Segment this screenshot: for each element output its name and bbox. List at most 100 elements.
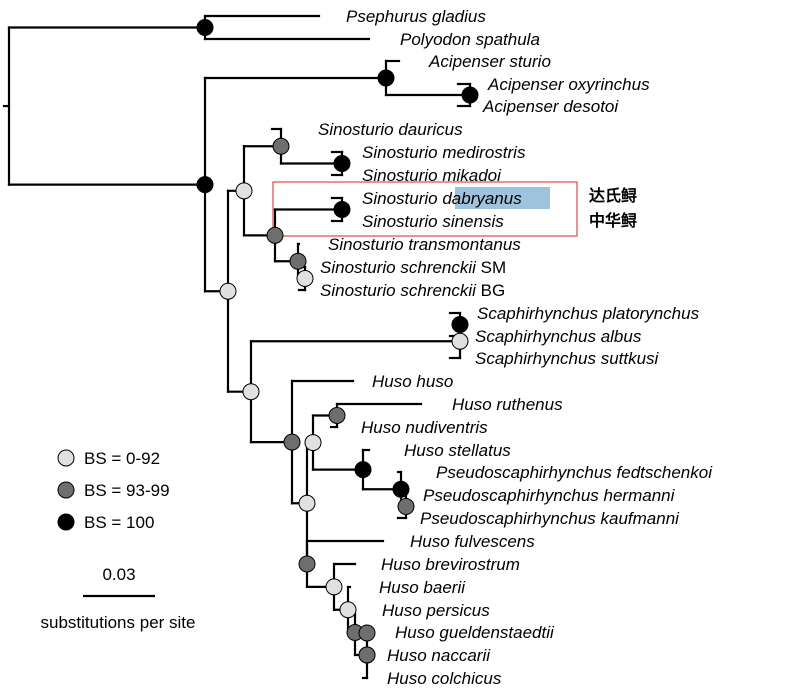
taxon-label: Sinosturio sinensis	[362, 212, 504, 231]
taxon-genus: Huso	[410, 532, 454, 551]
taxon-genus: Sinosturio	[362, 189, 442, 208]
taxon-species: transmontanus	[408, 235, 521, 254]
taxon-genus: Huso	[395, 623, 439, 642]
scale-value: 0.03	[102, 565, 135, 584]
taxon-suffix: BG	[476, 281, 505, 300]
support-dot-mid	[283, 433, 301, 451]
taxon-label: Sinosturio dauricus	[318, 120, 463, 139]
taxon-species: dauricus	[398, 120, 463, 139]
taxon-species: brevirostrum	[425, 555, 519, 574]
taxon-genus: Acipenser	[487, 75, 568, 94]
taxon-label: Sinosturio schrenckii SM	[320, 258, 506, 277]
taxon-species: huso	[416, 372, 453, 391]
support-dot-mid	[272, 137, 290, 155]
taxon-label: Huso fulvescens	[410, 532, 535, 551]
support-dot-high	[377, 69, 395, 87]
taxon-genus: Sinosturio	[318, 120, 398, 139]
taxon-label: Huso gueldenstaedtii	[395, 623, 555, 642]
taxon-label: Acipenser oxyrinchus	[487, 75, 650, 94]
support-dot-mid	[289, 252, 307, 270]
support-dot-mid	[298, 555, 316, 573]
taxon-label: Scaphirhynchus albus	[475, 327, 642, 346]
support-dot-low	[451, 332, 469, 350]
taxon-species: ruthenus	[496, 395, 563, 414]
taxon-species: schrenckii	[400, 258, 477, 277]
taxon-species: sinensis	[442, 212, 504, 231]
support-dot-high	[461, 86, 479, 104]
support-dot-high	[451, 316, 469, 333]
taxon-genus: Scaphirhynchus	[475, 327, 601, 346]
taxon-genus: Psephurus	[346, 7, 432, 26]
taxon-genus: Huso	[382, 601, 426, 620]
taxon-genus: Sinosturio	[362, 212, 442, 231]
taxon-species: hermanni	[604, 486, 676, 505]
taxon-genus: Huso	[379, 578, 423, 597]
taxon-label: Acipenser sturio	[428, 52, 551, 71]
taxon-label: Pseudoscaphirhynchus kaufmanni	[420, 509, 680, 528]
taxon-species: albus	[601, 327, 642, 346]
taxon-species: dabryanus	[442, 189, 522, 208]
taxon-species: kaufmanni	[601, 509, 681, 528]
support-dot-low	[298, 494, 316, 512]
taxon-species: naccarii	[431, 646, 491, 665]
taxon-species: oxyrinchus	[568, 75, 650, 94]
taxon-label: Scaphirhynchus platorynchus	[477, 304, 700, 323]
taxon-species: schrenckii	[400, 281, 477, 300]
support-dot-mid	[397, 498, 415, 515]
taxon-genus: Huso	[387, 669, 431, 688]
taxon-label: Polyodon spathula	[400, 30, 540, 49]
taxon-label: Scaphirhynchus suttkusi	[475, 349, 660, 368]
taxon-label: Sinosturio mikadoi	[362, 166, 502, 185]
support-dot-high	[196, 176, 214, 194]
support-dot-mid	[358, 646, 376, 664]
taxon-label: Huso ruthenus	[452, 395, 563, 414]
support-dot-low	[219, 282, 237, 300]
taxon-label: Sinosturio dabryanus	[362, 189, 522, 208]
taxon-species: sturio	[509, 52, 551, 71]
support-dot-low	[325, 578, 343, 596]
taxon-label: Sinosturio schrenckii BG	[320, 281, 505, 300]
taxon-genus: Huso	[404, 441, 448, 460]
taxon-label: Sinosturio medirostris	[362, 143, 526, 162]
support-dot-high	[196, 19, 214, 36]
taxon-species: suttkusi	[601, 349, 660, 368]
taxon-species: persicus	[425, 601, 490, 620]
taxon-species: platorynchus	[602, 304, 700, 323]
legend-label-high: BS = 100	[84, 513, 154, 532]
taxon-species: mikadoi	[442, 166, 502, 185]
legend-dot-mid	[57, 481, 75, 499]
taxon-species: spathula	[476, 30, 540, 49]
taxon-species: colchicus	[431, 669, 501, 688]
taxon-genus: Pseudoscaphirhynchus	[423, 486, 604, 505]
support-dot-low	[304, 434, 322, 452]
taxon-genus: Huso	[387, 646, 431, 665]
scale-caption: substitutions per site	[41, 613, 196, 632]
support-dot-mid	[358, 624, 376, 642]
taxon-label: Huso stellatus	[404, 441, 511, 460]
taxon-label: Huso persicus	[382, 601, 490, 620]
taxon-label: Pseudoscaphirhynchus hermanni	[423, 486, 676, 505]
taxon-genus: Sinosturio	[320, 258, 400, 277]
taxon-label: Sinosturio transmontanus	[328, 235, 521, 254]
support-dot-high	[333, 201, 351, 218]
support-dot-mid	[328, 407, 346, 424]
taxon-label: Huso huso	[372, 372, 453, 391]
taxon-label: Acipenser desotoi	[482, 97, 619, 116]
taxon-genus: Sinosturio	[320, 281, 400, 300]
cn-label-sinensis: 中华鲟	[589, 211, 637, 230]
support-dot-low	[235, 182, 253, 200]
support-dot-high	[333, 155, 351, 172]
taxon-label: Huso colchicus	[387, 669, 502, 688]
taxon-species: medirostris	[442, 143, 526, 162]
scale-bar: 0.03 substitutions per site	[41, 565, 196, 632]
taxon-genus: Huso	[361, 418, 405, 437]
legend: BS = 0-92 BS = 93-99 BS = 100	[57, 449, 170, 532]
taxon-species: stellatus	[448, 441, 511, 460]
taxon-genus: Pseudoscaphirhynchus	[436, 463, 617, 482]
taxon-genus: Scaphirhynchus	[477, 304, 603, 323]
taxon-genus: Pseudoscaphirhynchus	[420, 509, 601, 528]
taxon-label: Huso naccarii	[387, 646, 491, 665]
highlight-box	[272, 181, 578, 237]
